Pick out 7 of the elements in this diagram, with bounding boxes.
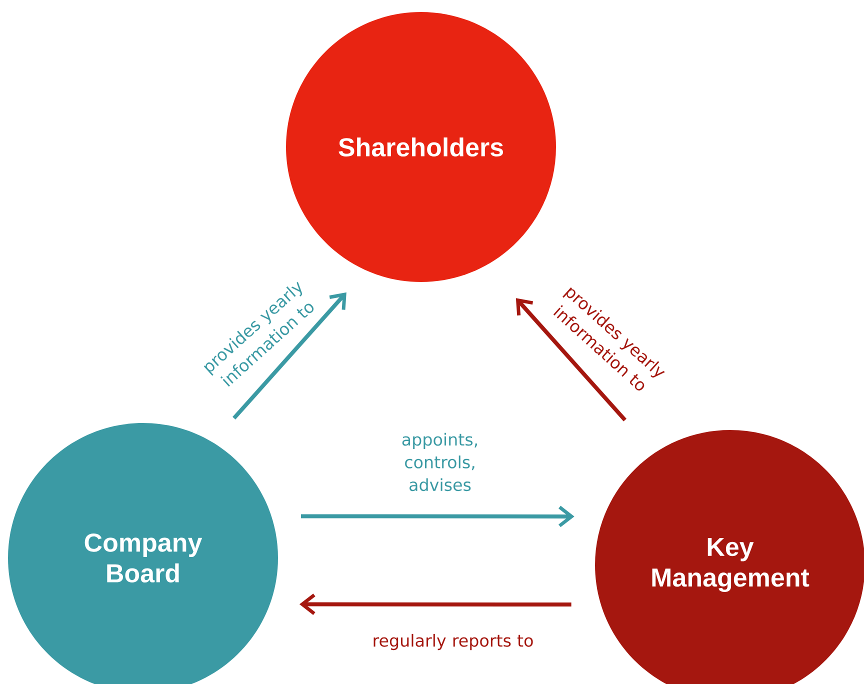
edge-label: appoints, controls, advises (402, 432, 478, 492)
arrow (232, 292, 346, 420)
arrow (299, 594, 572, 615)
circle-node: Shareholders (286, 12, 556, 282)
edge-label: regularly reports to (374, 634, 533, 650)
arrow (516, 298, 627, 422)
arrow (300, 506, 574, 528)
